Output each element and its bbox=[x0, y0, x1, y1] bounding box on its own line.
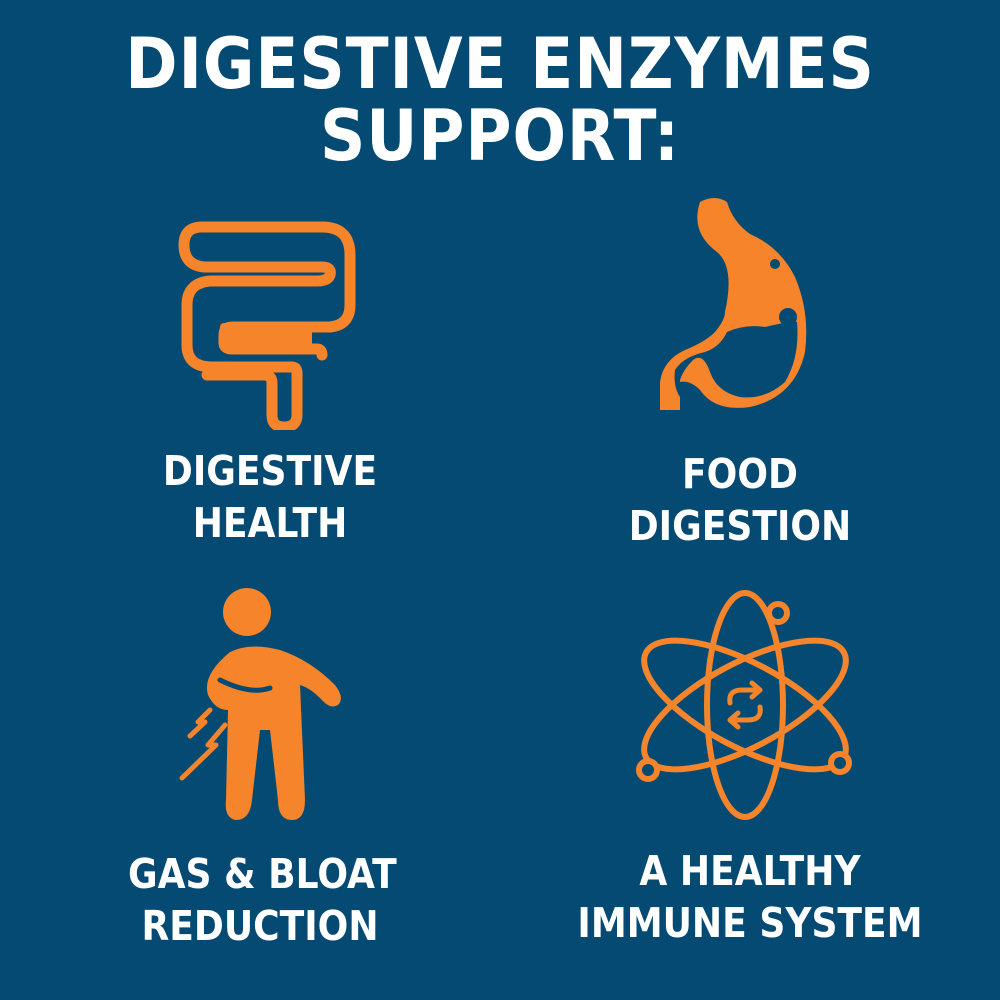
page-title: DIGESTIVE ENZYMES SUPPORT: bbox=[50, 28, 950, 172]
title-line-2: SUPPORT: bbox=[319, 95, 681, 177]
atom-icon bbox=[636, 590, 852, 820]
benefit-label: FOOD DIGESTION bbox=[628, 450, 852, 550]
stomach-icon bbox=[660, 198, 822, 410]
stomach-ache-person-icon bbox=[179, 588, 341, 820]
intestine-icon bbox=[178, 221, 356, 430]
benefit-label: A HEALTHY IMMUNE SYSTEM bbox=[577, 847, 923, 947]
title-line-1: DIGESTIVE ENZYMES bbox=[125, 23, 875, 105]
benefit-label: GAS & BLOAT REDUCTION bbox=[128, 850, 397, 950]
benefit-label: DIGESTIVE HEALTH bbox=[162, 447, 378, 547]
